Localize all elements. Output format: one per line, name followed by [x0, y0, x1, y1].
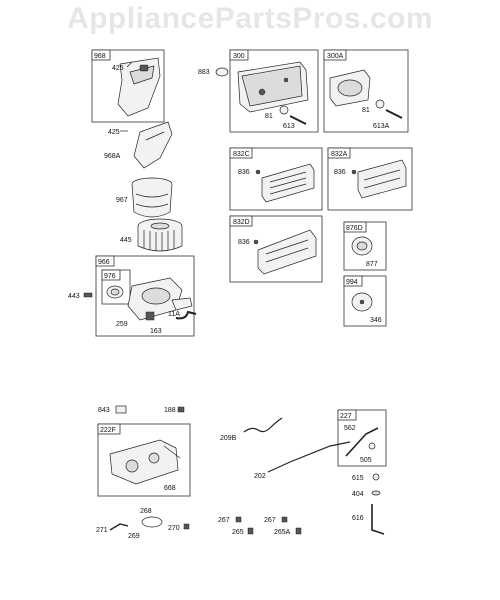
part-843[interactable] [115, 405, 127, 414]
callout-267-a: 267 [218, 517, 230, 524]
callout-877: 877 [366, 261, 378, 268]
callout-404: 404 [352, 491, 364, 498]
callout-425-a: 425 [112, 65, 124, 72]
panel-label-994: 994 [346, 279, 358, 286]
callout-883: 883 [198, 69, 210, 76]
panel-300A: 300A 81 613A [323, 49, 409, 133]
part-265[interactable] [247, 527, 254, 535]
callout-163: 163 [150, 328, 162, 335]
part-876D-deflector[interactable] [351, 236, 373, 256]
panel-label-832C: 832C [233, 151, 250, 158]
panel-label-222F: 222F [100, 427, 116, 434]
callout-259: 259 [116, 321, 128, 328]
part-994-spark-arrestor[interactable] [351, 292, 373, 312]
callout-613A: 613A [373, 123, 390, 130]
panel-label-876D: 876D [346, 225, 363, 232]
part-267-b[interactable] [281, 516, 288, 523]
part-968A[interactable] [133, 121, 173, 169]
callout-668: 668 [164, 485, 176, 492]
part-227-throttle-lever[interactable] [345, 427, 379, 457]
part-976-gasket[interactable] [106, 285, 124, 299]
callout-11A: 11A [168, 311, 180, 318]
part-832D-guard[interactable] [257, 229, 317, 275]
panel-876D: 876D 877 [343, 221, 387, 271]
part-967-filter-sleeve[interactable] [131, 177, 173, 218]
panel-label-832A: 832A [331, 151, 348, 158]
callout-270: 270 [168, 525, 180, 532]
panel-994: 994 346 [343, 275, 387, 327]
callout-615: 615 [352, 475, 364, 482]
callout-271: 271 [96, 527, 108, 534]
callout-209B: 209B [220, 435, 237, 442]
shroud-part[interactable] [117, 57, 161, 117]
part-615[interactable] [372, 473, 380, 481]
panel-label-300: 300 [233, 53, 245, 60]
part-271[interactable] [109, 523, 129, 531]
part-267-a[interactable] [235, 516, 242, 523]
air-cleaner-base[interactable] [127, 277, 193, 321]
callout-616: 616 [352, 515, 364, 522]
part-265A[interactable] [295, 527, 302, 535]
part-81-bolt-a[interactable] [279, 105, 289, 115]
panel-label-832D: 832D [233, 219, 250, 226]
part-202-link-rod[interactable] [267, 441, 351, 473]
panel-832A: 832A 836 [327, 147, 413, 211]
panel-label-966: 966 [98, 259, 110, 266]
callout-268: 268 [140, 508, 152, 515]
callout-445: 445 [120, 237, 132, 244]
part-11A-breather-tube[interactable] [175, 310, 197, 320]
callout-81-a: 81 [265, 113, 273, 120]
watermark: AppliancePartsPros.com [66, 2, 434, 35]
part-443-screw[interactable] [83, 292, 93, 298]
callout-265: 265 [232, 529, 244, 536]
panel-label-976: 976 [104, 273, 116, 280]
part-613A-pin[interactable] [385, 109, 403, 119]
part-270[interactable] [183, 523, 190, 530]
part-81-bolt-b[interactable] [375, 99, 385, 109]
panel-label-227: 227 [340, 413, 352, 420]
panel-832C: 832C 836 [229, 147, 323, 211]
part-300-muffler[interactable] [237, 61, 309, 113]
part-445-cartridge[interactable] [137, 218, 183, 252]
callout-269: 269 [128, 533, 140, 540]
panel-968: 968 425 [91, 49, 165, 123]
part-616-rod[interactable] [371, 504, 385, 535]
panel-label-968: 968 [94, 53, 106, 60]
part-832C-guard[interactable] [261, 163, 315, 203]
callout-346: 346 [370, 317, 382, 324]
part-188[interactable] [177, 406, 185, 413]
part-832A-guard[interactable] [357, 159, 407, 199]
callout-613: 613 [283, 123, 295, 130]
callout-968A: 968A [104, 153, 121, 160]
part-883-gasket[interactable] [215, 67, 229, 77]
callout-188: 188 [164, 407, 176, 414]
callout-425-b: 425 [108, 129, 120, 136]
panel-300: 300 81 613 [229, 49, 319, 133]
callout-967: 967 [116, 197, 128, 204]
part-268-spring[interactable] [141, 516, 163, 528]
callout-836-a: 836 [238, 169, 250, 176]
part-613-pin[interactable] [289, 115, 307, 125]
panel-label-300A: 300A [327, 53, 344, 60]
callout-562: 562 [344, 425, 356, 432]
callout-843: 843 [98, 407, 110, 414]
part-404-washer[interactable] [371, 490, 381, 496]
callout-443: 443 [68, 293, 80, 300]
callout-836-c: 836 [238, 239, 250, 246]
callout-81-b: 81 [362, 107, 370, 114]
panel-227: 227 562 505 [337, 409, 387, 467]
callout-505: 505 [360, 457, 372, 464]
callout-202: 202 [254, 473, 266, 480]
part-209B-spring[interactable] [243, 417, 283, 433]
callout-265A: 265A [274, 529, 291, 536]
panel-222F: 222F 668 [97, 423, 191, 497]
part-300A-muffler[interactable] [329, 69, 371, 107]
callout-267-b: 267 [264, 517, 276, 524]
panel-966: 966 976 11A 259 163 [95, 255, 197, 337]
part-222F-control-bracket[interactable] [109, 439, 181, 485]
panel-832D: 832D 836 [229, 215, 323, 283]
callout-836-b: 836 [334, 169, 346, 176]
